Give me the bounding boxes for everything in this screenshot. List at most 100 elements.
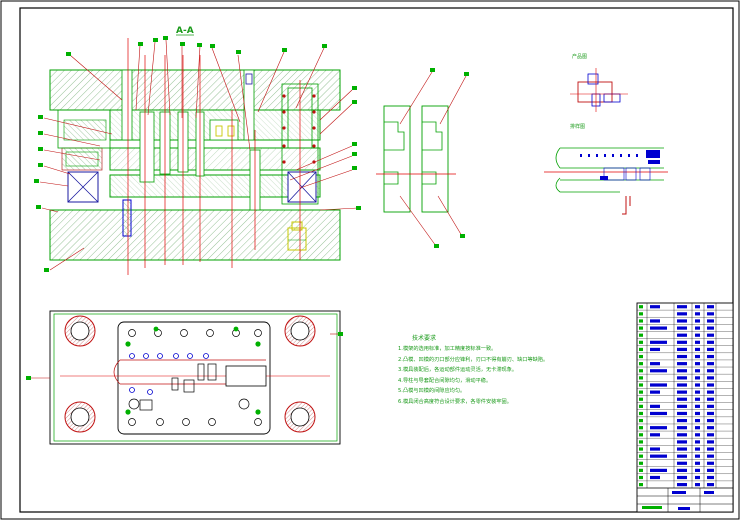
- table-cell-mark: [695, 397, 700, 401]
- table-cell-mark: [707, 340, 714, 344]
- table-cell-mark: [707, 468, 714, 472]
- table-cell-mark: [695, 333, 700, 337]
- table-cell-mark: [677, 312, 687, 316]
- table-cell-mark: [650, 383, 667, 387]
- guide-bush-br: [284, 401, 316, 433]
- table-cell-mark: [695, 447, 700, 451]
- table-cell-mark: [707, 411, 714, 416]
- table-cell-mark: [695, 369, 700, 373]
- table-cell-mark: [695, 461, 700, 465]
- table-cell-mark: [677, 369, 687, 373]
- table-cell-mark: [677, 333, 687, 337]
- table-cell-mark: [695, 468, 700, 472]
- table-cell-mark: [707, 454, 714, 458]
- section-title: A-A: [176, 26, 194, 36]
- table-cell-mark: [639, 319, 643, 323]
- top-plate: [49, 69, 341, 111]
- table-cell-mark: [639, 347, 643, 352]
- table-cell-mark: [677, 411, 687, 416]
- table-cell-mark: [695, 418, 700, 423]
- table-cell-mark: [650, 447, 660, 451]
- table-cell-mark: [650, 340, 667, 344]
- table-cell-mark: [695, 440, 700, 444]
- note-4: 4.导柱与导套配合间隙均匀，滑动平稳。: [398, 377, 492, 384]
- table-cell-mark: [650, 426, 667, 430]
- table-cell-mark: [639, 411, 643, 416]
- table-cell-mark: [695, 319, 700, 323]
- table-cell-mark: [677, 340, 687, 344]
- table-cell-mark: [650, 326, 667, 330]
- table-cell-mark: [707, 390, 714, 394]
- table-cell-mark: [677, 454, 687, 458]
- table-cell-mark: [650, 404, 660, 408]
- product-drawing: 产品图: [570, 53, 628, 112]
- table-cell-mark: [639, 326, 643, 330]
- bottom-plate: [49, 209, 341, 261]
- table-cell-mark: [677, 468, 687, 472]
- table-cell-mark: [707, 369, 714, 373]
- table-cell-mark: [677, 483, 687, 487]
- table-cell-mark: [677, 305, 687, 309]
- table-cell-mark: [707, 383, 714, 387]
- table-cell-mark: [695, 475, 700, 480]
- parts-table: [636, 302, 734, 513]
- table-cell-mark: [695, 454, 700, 458]
- table-cell-mark: [639, 390, 643, 394]
- table-cell-mark: [650, 390, 660, 394]
- table-cell-mark: [650, 319, 660, 323]
- table-cell-mark: [707, 305, 714, 309]
- table-cell-mark: [677, 326, 687, 330]
- product-label: 产品图: [572, 53, 587, 60]
- inner-border: [19, 7, 734, 513]
- table-cell-mark: [707, 312, 714, 316]
- table-cell-mark: [650, 475, 660, 480]
- table-cell-mark: [639, 483, 643, 487]
- table-cell-mark: [639, 461, 643, 465]
- table-cell-mark: [695, 483, 700, 487]
- table-cell-mark: [707, 418, 714, 423]
- table-cell-mark: [707, 447, 714, 451]
- table-cell-mark: [639, 397, 643, 401]
- table-cell-mark: [695, 426, 700, 430]
- table-cell-mark: [695, 305, 700, 309]
- table-cell-mark: [639, 475, 643, 480]
- table-cell-mark: [677, 404, 687, 408]
- table-cell-mark: [677, 461, 687, 465]
- table-cell-mark: [677, 354, 687, 359]
- table-cell-mark: [707, 461, 714, 465]
- table-cell-mark: [707, 333, 714, 337]
- table-cell-mark: [695, 354, 700, 359]
- table-cell-mark: [695, 383, 700, 387]
- table-cell-mark: [707, 347, 714, 352]
- table-cell-mark: [707, 376, 714, 380]
- table-cell-mark: [707, 362, 714, 366]
- table-cell-mark: [639, 440, 643, 444]
- table-cell-mark: [639, 376, 643, 380]
- table-cell-mark: [677, 433, 687, 437]
- table-cell-mark: [650, 468, 667, 472]
- section-view: A-A: [34, 26, 361, 275]
- table-cell-mark: [707, 397, 714, 401]
- table-cell-mark: [677, 347, 687, 352]
- table-cell-mark: [695, 390, 700, 394]
- table-cell-mark: [639, 404, 643, 408]
- guide-bush-tl: [64, 315, 96, 347]
- table-cell-mark: [639, 354, 643, 359]
- guide-bush-bl: [64, 401, 96, 433]
- table-cell-mark: [650, 347, 660, 352]
- table-cell-mark: [707, 433, 714, 437]
- table-cell-mark: [707, 475, 714, 480]
- table-cell-mark: [677, 390, 687, 394]
- table-cell-mark: [650, 362, 660, 366]
- guide-bush-tr: [284, 315, 316, 347]
- table-cell-mark: [707, 326, 714, 330]
- table-cell-mark: [650, 305, 660, 309]
- table-cell-mark: [677, 426, 687, 430]
- table-cell-mark: [639, 418, 643, 423]
- table-cell-mark: [639, 362, 643, 366]
- table-cell-mark: [677, 397, 687, 401]
- table-cell-mark: [707, 404, 714, 408]
- table-cell-mark: [650, 411, 667, 416]
- table-cell-mark: [639, 468, 643, 472]
- table-cell-mark: [677, 440, 687, 444]
